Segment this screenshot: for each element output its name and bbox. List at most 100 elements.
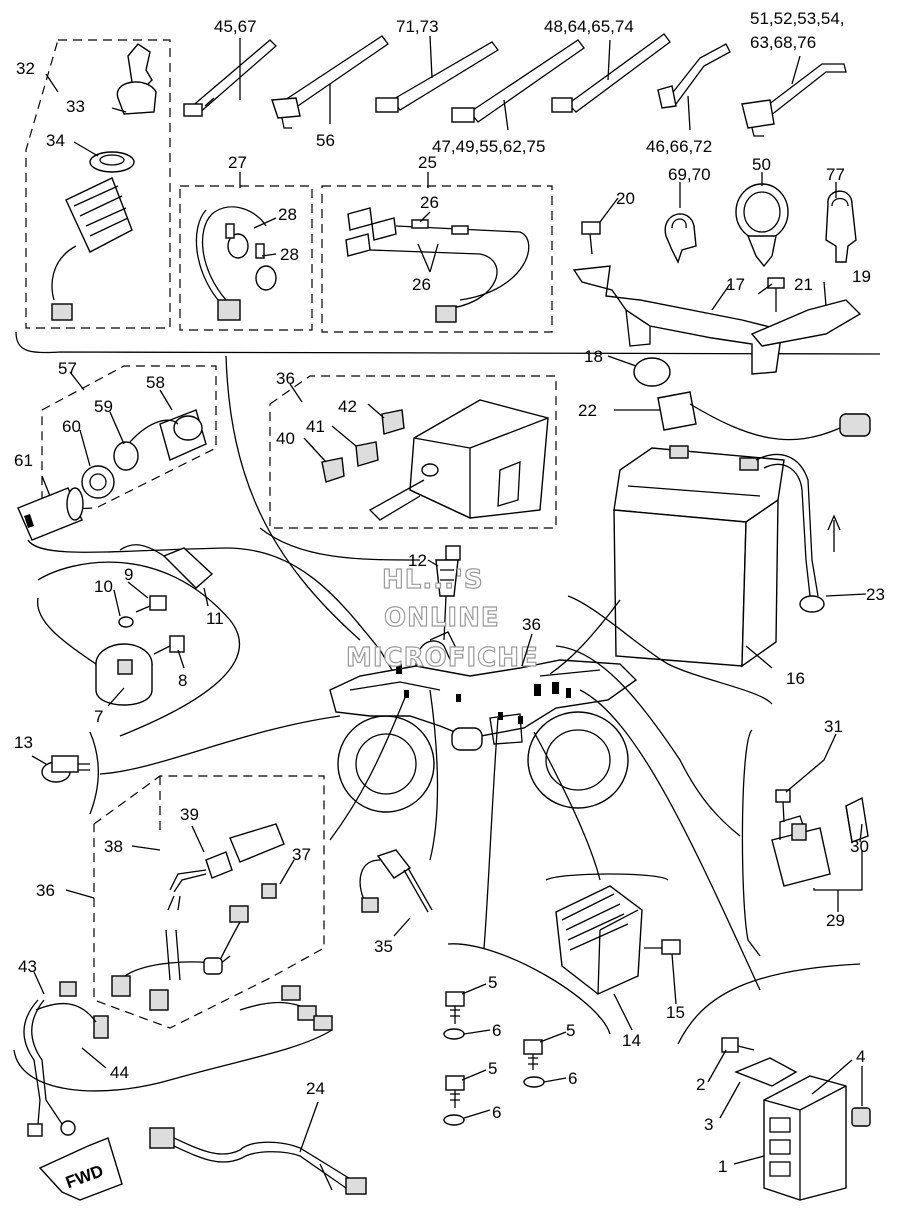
fuse-box-36 (368, 399, 549, 521)
fwd-arrow-icon: FWD (38, 1137, 123, 1201)
leader-14-vehicle (533, 731, 601, 881)
callout-59: 59 (94, 397, 113, 416)
callout-38: 38 (104, 837, 123, 856)
callout-labels: 45,67 56 71,73 47,49,55,62,75 48,64,65,7… (14, 9, 885, 1176)
bolt-2 (721, 1037, 755, 1053)
group-bracket-14 (545, 873, 669, 881)
sensor-13 (41, 731, 99, 815)
callout-10: 10 (94, 577, 113, 596)
sensor-12 (435, 545, 461, 641)
callout-12: 12 (408, 551, 427, 570)
cable-tie-48-group (551, 33, 671, 113)
bolt-20 (581, 221, 601, 255)
bolt-8 (153, 635, 185, 655)
callout-6a: 6 (492, 1021, 501, 1040)
callout-14: 14 (622, 1031, 641, 1050)
callout-26a: 26 (420, 193, 439, 212)
group-outline-27 (179, 185, 313, 331)
callout-77: 77 (826, 165, 845, 184)
callout-5a: 5 (488, 973, 497, 992)
fuse-41 (355, 441, 379, 467)
callout-leaders (31, 35, 867, 1165)
bolt-9 (135, 595, 167, 613)
callout-26b: 26 (412, 275, 431, 294)
fuse-40 (321, 457, 345, 483)
outlet-socket-58 (159, 409, 207, 461)
bolt-5c (445, 1075, 465, 1108)
bolt-31 (775, 789, 791, 823)
outlet-cover-61 (17, 487, 84, 541)
rectifier-regulator-14 (555, 885, 643, 995)
switch-nut-34 (89, 151, 135, 173)
starter-relay-29 (771, 815, 831, 887)
callout-36c: 36 (36, 881, 55, 900)
relay-cover-30 (845, 796, 869, 843)
outlet-nut-60 (81, 465, 115, 499)
main-switch-body (51, 177, 133, 321)
leader-29-vehicle (555, 645, 741, 837)
callout-29: 29 (826, 911, 845, 930)
callout-27: 27 (228, 153, 247, 172)
callout-36a: 36 (276, 369, 295, 388)
cover-19 (750, 299, 862, 347)
leader-1-vehicle (579, 689, 761, 991)
callout-6b: 6 (568, 1069, 577, 1088)
callout-34: 34 (46, 131, 65, 150)
callout-37: 37 (292, 845, 311, 864)
callout-19: 19 (852, 267, 871, 286)
bolt-5b (523, 1039, 543, 1070)
callout-20: 20 (616, 189, 635, 208)
cable-tie-71-73 (375, 41, 499, 113)
callout-11: 11 (206, 609, 224, 628)
callout-48-group: 48,64,65,74 (544, 17, 634, 36)
callout-41: 41 (306, 417, 325, 436)
leader-fusebox-a (225, 355, 361, 641)
bolt-15 (644, 939, 681, 955)
callout-21: 21 (794, 275, 813, 294)
bulb-socket-27 (195, 206, 277, 321)
outlet-cap-59 (113, 419, 179, 471)
callout-31: 31 (824, 717, 843, 736)
fuse-42 (381, 409, 405, 435)
leader-outlet (27, 539, 399, 681)
callout-28b: 28 (280, 245, 299, 264)
callout-43: 43 (18, 957, 37, 976)
cdi-unit-1 (763, 1059, 853, 1201)
clip-69-70 (664, 213, 697, 264)
callout-9: 9 (124, 565, 133, 584)
watermark-line3: MICROFICHE (346, 643, 539, 673)
callout-56: 56 (316, 131, 335, 150)
watermark-line1: HL...'S (382, 565, 484, 595)
callout-5c: 5 (488, 1059, 497, 1078)
cable-tie-45-67 (183, 39, 277, 117)
cover-39 (229, 823, 285, 863)
harness-43-44 (23, 981, 109, 1137)
washer-6a (443, 1028, 465, 1040)
watermark-line2: ONLINE (384, 603, 500, 633)
callout-28a: 28 (278, 205, 297, 224)
leader-fusebox-b (259, 527, 421, 561)
callout-33: 33 (66, 97, 85, 116)
leader-13 (99, 715, 341, 775)
callout-46-group: 46,66,72 (646, 137, 712, 156)
group-bracket-29 (741, 729, 761, 957)
band-clamp-50 (735, 183, 789, 268)
main-harness-36 (111, 905, 333, 1031)
callout-24: 24 (306, 1079, 325, 1098)
callout-3: 3 (704, 1115, 713, 1134)
group-outline-36-harness (93, 775, 325, 1029)
group-bracket-battery (567, 595, 773, 705)
bolt-21 (767, 277, 785, 312)
ignition-coil-7 (37, 597, 153, 706)
cable-tie-51-group (741, 63, 847, 137)
callout-58: 58 (146, 373, 165, 392)
callout-44: 44 (110, 1063, 129, 1082)
callout-35: 35 (374, 937, 393, 956)
callout-2: 2 (696, 1075, 705, 1094)
sub-harness-38 (167, 851, 233, 911)
watermark: HL...'S ONLINE MICROFICHE (345, 564, 539, 673)
callout-50: 50 (752, 155, 771, 174)
minus-lead-23 (755, 453, 841, 613)
callout-17: 17 (726, 275, 745, 294)
